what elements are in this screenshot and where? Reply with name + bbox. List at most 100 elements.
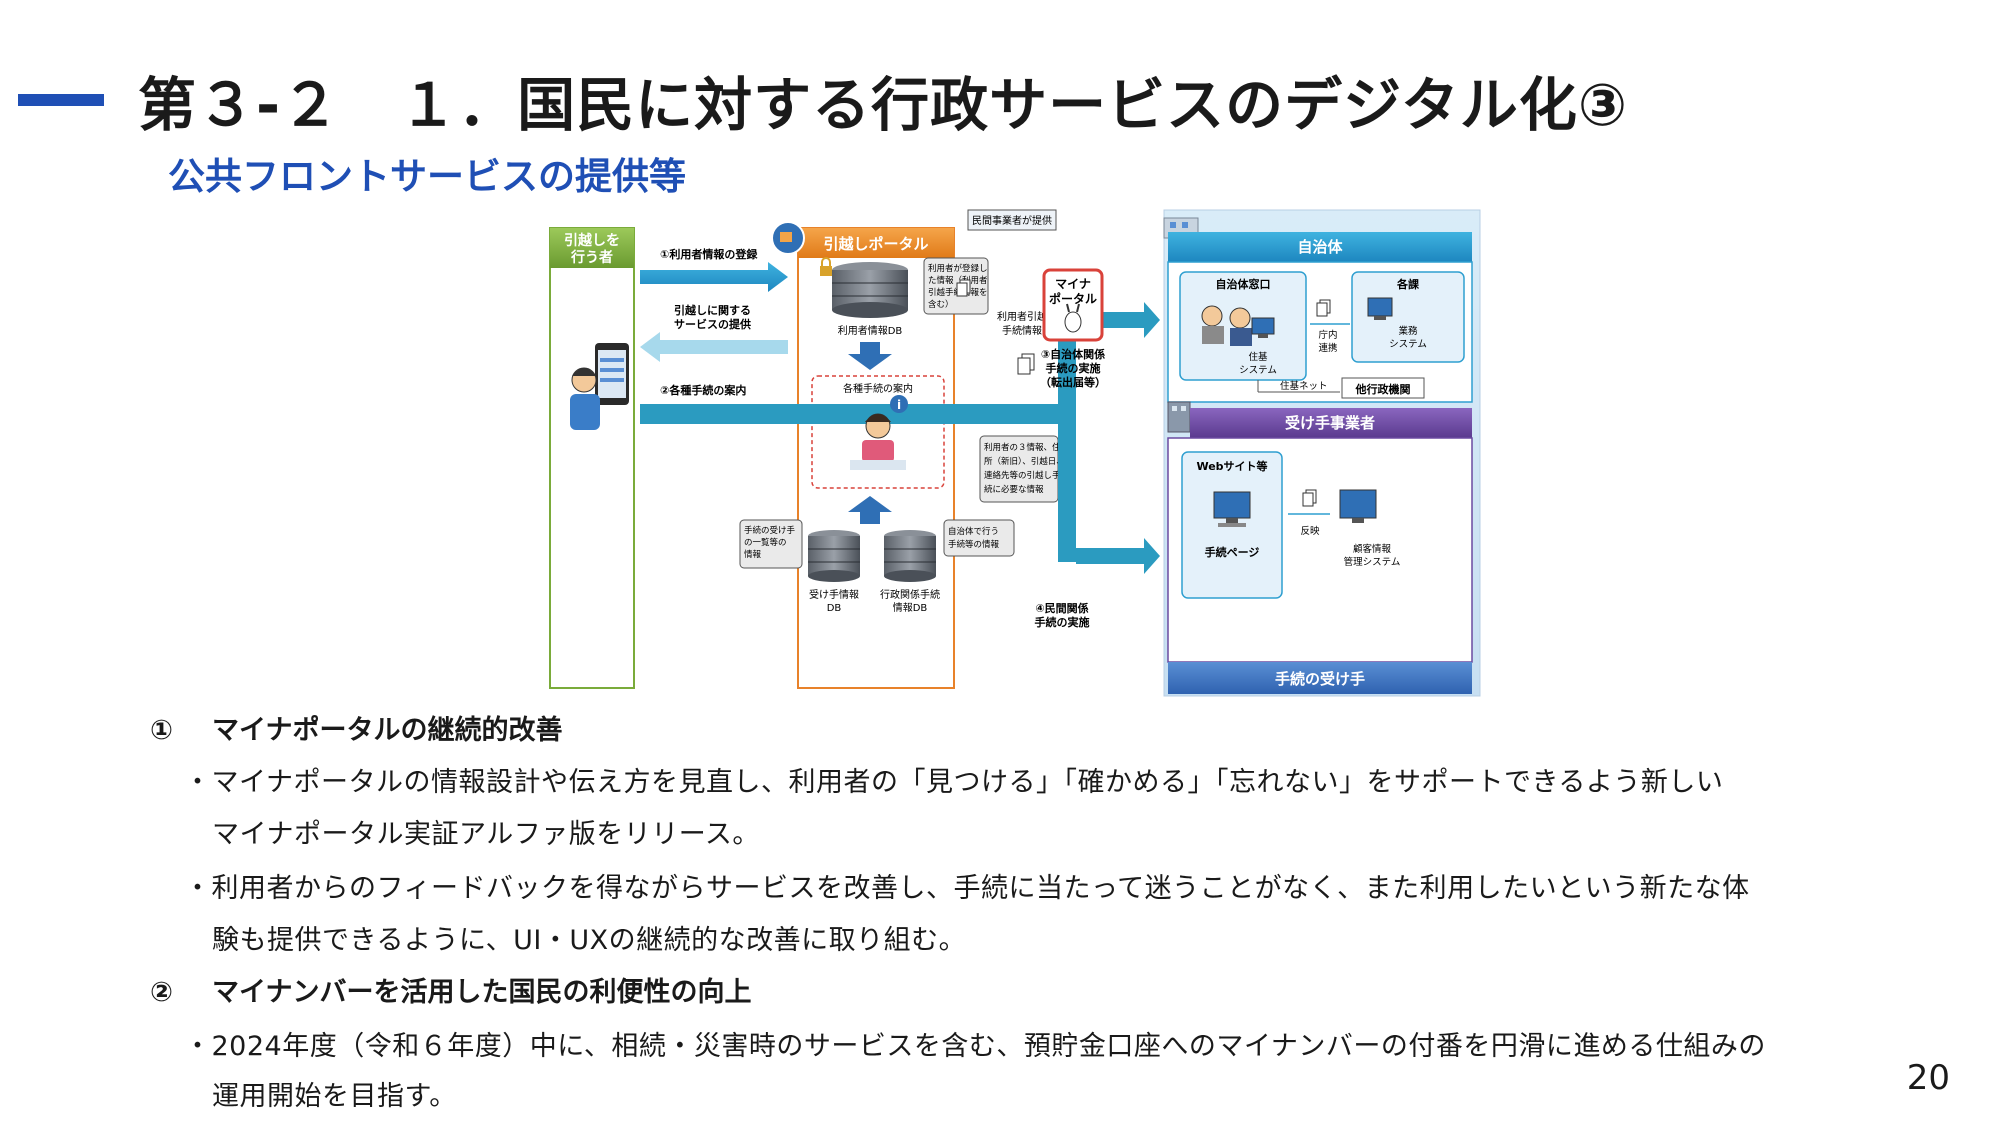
resident-net-label: 住基ネット — [1280, 380, 1328, 392]
arrow-guide — [640, 404, 1058, 424]
lock-icon — [820, 257, 832, 276]
arrow-db-up — [848, 496, 892, 524]
dept-box — [1351, 271, 1465, 363]
operator-icon — [850, 413, 906, 470]
private-provider-tag-box — [967, 209, 1057, 231]
bullet-1-2-line1: ・利用者からのフィードバックを得ながらサービスを改善し、手続に当たって迷うことが… — [184, 873, 1750, 904]
document-icon — [956, 279, 971, 297]
mynaportal-label-1: マイナ — [1055, 277, 1091, 291]
receiver-db-callout-1: 手続の受け手 — [744, 525, 796, 536]
receiver-db-label-2: DB — [827, 603, 842, 614]
title-accent-bar — [18, 94, 104, 106]
computer-icon — [1251, 317, 1275, 338]
three-info-callout-2: 所（新旧）、引越日、 — [984, 456, 1065, 467]
section-number-1: ① — [150, 715, 173, 746]
computer-icon — [1367, 297, 1393, 320]
other-agency-box — [1341, 377, 1425, 399]
other-agency-label: 他行政機関 — [1355, 382, 1411, 396]
page-number: 20 — [1906, 1058, 1950, 1098]
three-info-callout-1: 利用者の３情報、住 — [984, 442, 1061, 453]
three-info-callout-4: 続に必要な情報 — [984, 484, 1044, 495]
server-computer-icon — [1339, 489, 1377, 523]
office-link-1: 庁内 — [1318, 329, 1337, 341]
section-title-2: マイナンバーを活用した国民の利便性の向上 — [212, 977, 752, 1008]
admin-db-callout — [943, 519, 1015, 557]
vertical-connector — [1058, 322, 1076, 562]
user-move-info-2: 手続情報 — [1002, 324, 1042, 337]
mover-panel — [549, 227, 635, 689]
admin-db-label-2: 情報DB — [893, 601, 928, 614]
user-db-callout-1: 利用者が登録し — [928, 263, 988, 274]
admin-db-icon — [884, 530, 936, 582]
arrow-guide-label: ②各種手続の案内 — [660, 383, 746, 397]
user-db-label: 利用者情報DB — [838, 324, 903, 337]
counter-label: 自治体窓口 — [1216, 277, 1271, 291]
admin-db-callout-1: 自治体で行う — [948, 526, 999, 537]
receiver-biz-title: 受け手事業者 — [1285, 414, 1375, 432]
svg-text:i: i — [897, 398, 901, 412]
arrow-service — [640, 332, 788, 362]
section-title-1: マイナポータルの継続的改善 — [212, 715, 563, 746]
arrow-service-label-2: サービスの提供 — [674, 317, 751, 331]
private-provider-tag: 民間事業者が提供 — [972, 214, 1052, 227]
arrow-to-business — [1076, 538, 1160, 574]
portal-header — [798, 228, 954, 258]
three-info-callout-3: 連絡先等の引越し手 — [984, 470, 1061, 481]
user-db-callout — [923, 257, 989, 315]
arrow-guide-end — [1058, 404, 1076, 424]
page-title: 第３-２ １．国民に対する行政サービスのデジタル化③ — [138, 71, 1629, 139]
section-heading-2: ② マイナンバーを活用した国民の利便性の向上 — [150, 970, 751, 1009]
page-subtitle: 公共フロントサービスの提供等 — [168, 155, 686, 198]
smartphone-icon — [595, 343, 629, 405]
bullet-2-1-line1: ・2024年度（令和６年度）中に、相続・災害時のサービスを含む、預貯金口座へのマ… — [184, 1031, 1766, 1062]
moving-portal-diagram: 引越しを 行う者 ①利用者情報の登録 引越しに関する サービスの提供 ②各種手続… — [549, 209, 1481, 697]
user-db-callout-2: た情報（利用者 — [928, 275, 988, 286]
guidance-box — [811, 375, 945, 489]
receiver-db-icon — [808, 530, 860, 582]
receivers-footer — [1168, 662, 1472, 694]
section-heading-1: ① マイナポータルの継続的改善 — [150, 708, 562, 747]
receivers-footer-label: 手続の受け手 — [1275, 670, 1365, 688]
arrow-db-down — [848, 342, 892, 370]
clerk-icon — [1201, 305, 1252, 346]
office-building-icon — [1167, 401, 1191, 433]
admin-db-callout-2: 手続等の情報 — [948, 539, 1000, 550]
section-number-2: ② — [150, 977, 173, 1008]
computer-icon — [1213, 491, 1251, 527]
bullet-1-1-line1: ・マイナポータルの情報設計や伝え方を見直し、利用者の「見つける」「確かめる」「忘… — [184, 767, 1724, 798]
arrow-service-label-1: 引越しに関する — [674, 303, 751, 317]
proc-page-label: 手続ページ — [1205, 545, 1260, 559]
user-db-callout-4: 含む） — [928, 299, 954, 310]
arrow-register — [640, 262, 788, 292]
guidance-label: 各種手続の案内 — [843, 382, 913, 395]
mover-header — [550, 228, 634, 268]
receiver-biz-header — [1190, 408, 1472, 438]
business-system-2: システム — [1389, 339, 1427, 350]
document-icon — [1017, 353, 1035, 375]
step4-label-2: 手続の実施 — [1035, 615, 1090, 629]
step4-label-1: ④民間関係 — [1035, 601, 1088, 615]
user-move-info-1: 利用者引越 — [997, 310, 1047, 323]
info-icon: i — [890, 395, 908, 413]
step3-label-2: 手続の実施 — [1046, 361, 1101, 375]
mover-title-2: 行う者 — [570, 249, 613, 266]
arrow-to-municipality — [1102, 302, 1160, 338]
person-icon — [570, 367, 600, 430]
document-icon — [1302, 489, 1317, 507]
rabbit-mascot-icon — [1064, 303, 1082, 333]
receiver-db-callout-2: の一覧等の — [744, 537, 787, 548]
admin-db-label-1: 行政関係手続 — [880, 588, 940, 601]
dept-label: 各課 — [1396, 277, 1420, 291]
truck-body — [780, 232, 792, 242]
crm-label-1: 顧客情報 — [1353, 543, 1392, 555]
document-icon — [1316, 299, 1331, 317]
mover-title-1: 引越しを — [564, 232, 620, 249]
municipality-title: 自治体 — [1297, 238, 1343, 256]
bullet-1-2-line2: 験も提供できるように、UI・UXの継続的な改善に取り組む。 — [212, 925, 967, 956]
municipality-header — [1168, 232, 1472, 262]
receiver-db-callout — [739, 519, 803, 569]
reflect-label: 反映 — [1300, 525, 1320, 537]
mynaportal-label-2: ポータル — [1049, 291, 1097, 306]
user-db-icon — [832, 262, 908, 318]
portal-title: 引越しポータル — [823, 235, 928, 253]
